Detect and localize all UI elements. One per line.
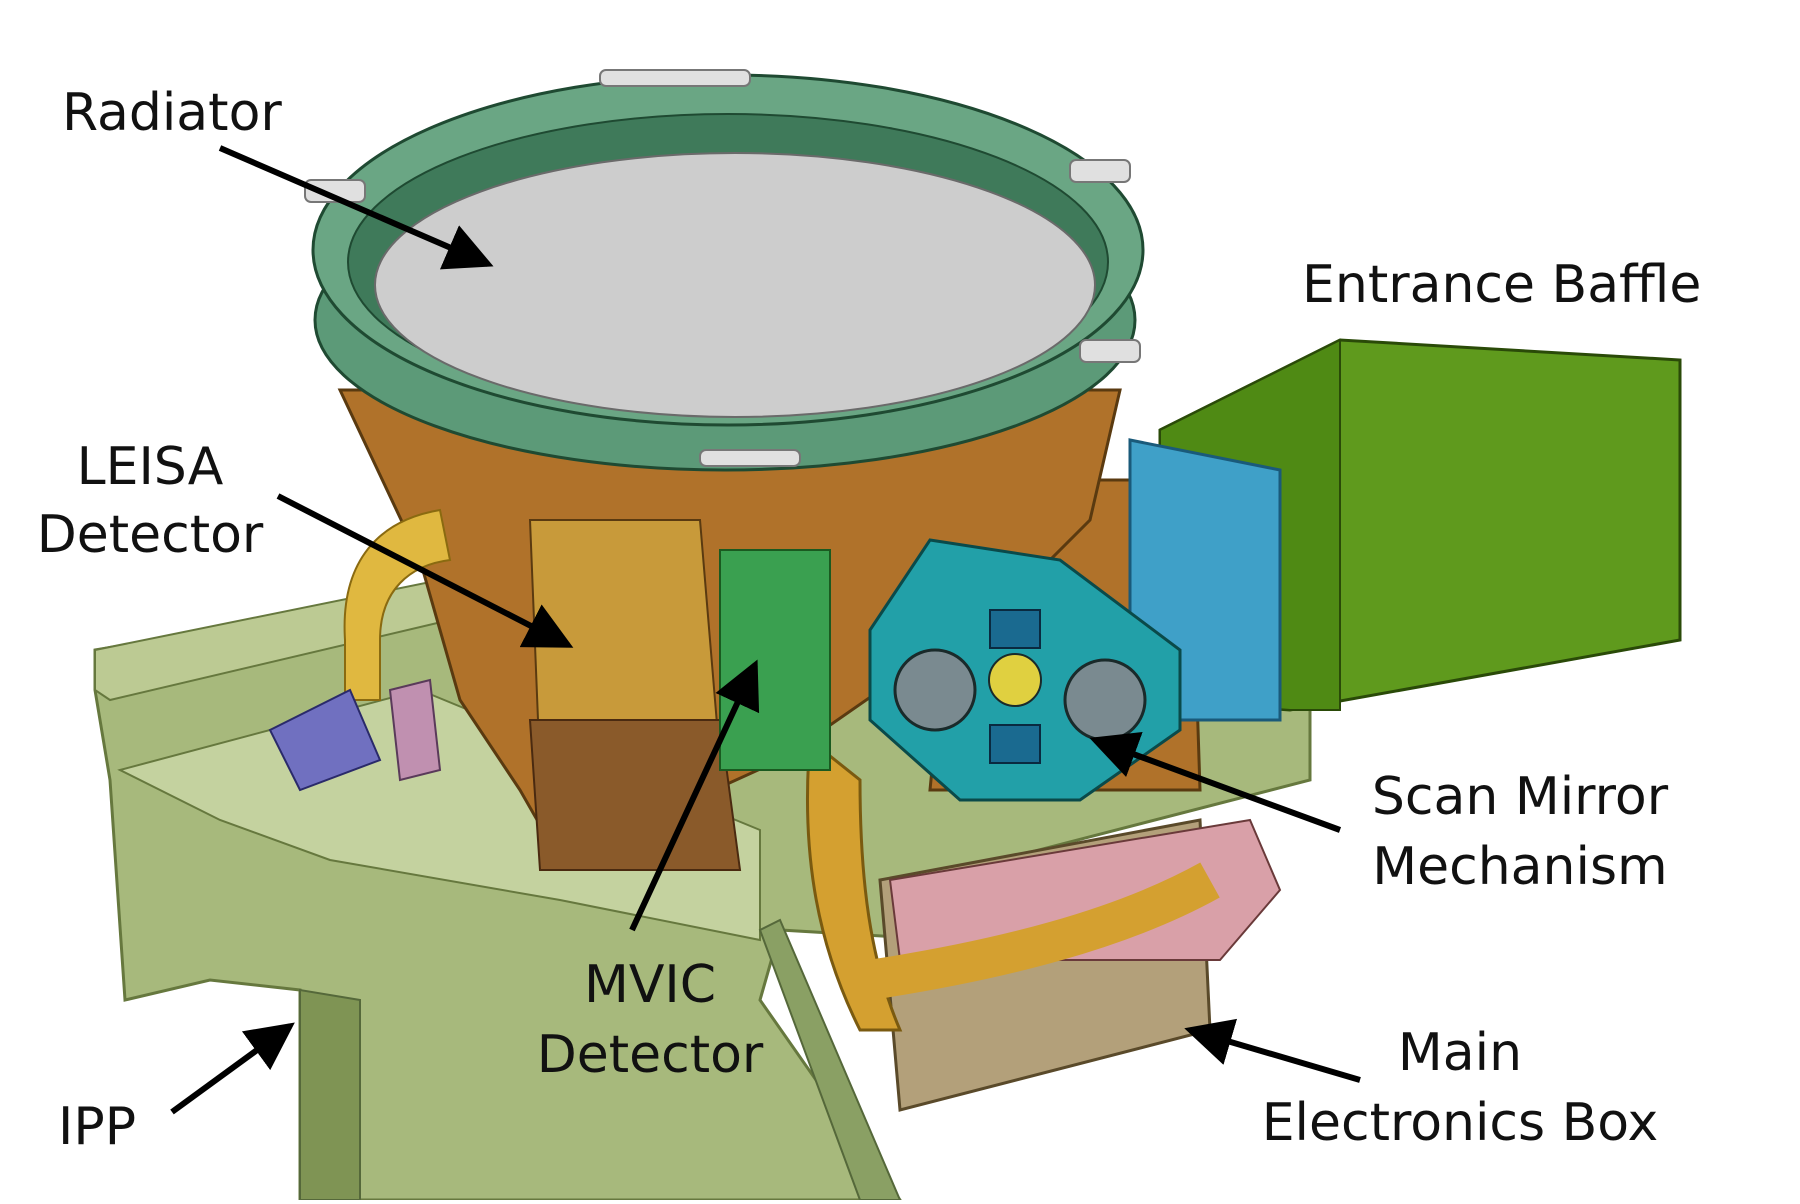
label-mvic-line1: MVIC (583, 955, 717, 1015)
arrow-scan-mirror (1089, 731, 1342, 833)
arrow-ipp (170, 1022, 295, 1115)
main-electronics-box (805, 737, 1282, 1112)
arrow-radiator (218, 145, 494, 270)
arrow-leisa (276, 493, 574, 648)
label-leisa-line2: Detector (36, 505, 264, 565)
label-scan-line1: Scan Mirror (1371, 767, 1669, 827)
label-main-line1: Main (1397, 1023, 1523, 1083)
label-radiator: Radiator (62, 83, 282, 143)
label-entrance-baffle: Entrance Baffle (1302, 255, 1702, 315)
radiator (304, 69, 1145, 472)
label-leisa-line1: LEISA (76, 437, 224, 497)
label-scan-line2: Mechanism (1372, 837, 1668, 897)
label-mvic-line2: Detector (536, 1025, 764, 1085)
label-main-line2: Electronics Box (1261, 1093, 1659, 1153)
label-ipp: IPP (58, 1097, 137, 1157)
entrance-baffle (1128, 338, 1682, 722)
arrow-main-electronics (1184, 1018, 1361, 1083)
arrow-mvic (629, 659, 760, 932)
